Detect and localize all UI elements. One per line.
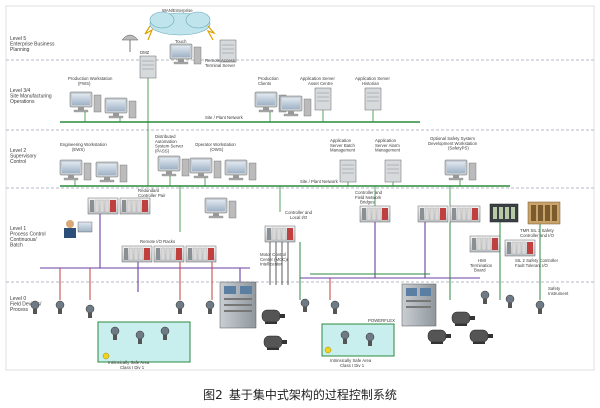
remote-io-rack-3-icon <box>185 245 217 263</box>
dmz-label: DMZ <box>140 50 150 55</box>
sil2-controller-b-icon <box>504 239 536 257</box>
level-2-label: Level 2 Supervisory Control <box>10 148 38 165</box>
safety-workstation-icon <box>444 159 477 181</box>
touch-server-icon <box>169 43 202 65</box>
wan-cloud <box>144 11 216 41</box>
device-links-green <box>299 222 541 300</box>
remote-access-label: Remote Access Terminal Server <box>205 58 236 68</box>
historian-label: Application Server Historian <box>355 76 391 86</box>
yellow-indicators <box>102 346 332 360</box>
distributed-automation-server-icon <box>157 155 190 177</box>
drive-cabinet-icon <box>401 283 437 327</box>
production-clients-2-icon <box>279 95 312 117</box>
controller-local-io-label: Controller and Local I/O <box>285 210 313 220</box>
figure-caption: 图2 基于集中式架构的过程控制系统 <box>0 386 600 403</box>
batch-server-icon <box>339 159 357 183</box>
level-0-label: Level 0 Field Devices/ Process <box>10 296 43 313</box>
touch-server-label: Touch <box>175 39 187 44</box>
production-clients-label: Production Clients <box>258 76 280 86</box>
top-network-drops <box>84 78 374 122</box>
redundant-controller-a-icon <box>87 197 119 215</box>
remote-io-rack-1-icon <box>121 245 153 263</box>
operator-workstation-label: Operator Workstation (OWS) <box>195 142 237 152</box>
field-network-bridge-label: Controller and Field Network Bridges <box>355 190 383 205</box>
dmz-server-icon <box>139 55 157 79</box>
alarm-server-icon <box>384 159 402 183</box>
historian-server-icon <box>364 87 382 111</box>
sil2-controller-icon <box>469 235 501 253</box>
production-pc-2-icon <box>104 97 137 119</box>
asset-centre-server-icon <box>314 87 332 111</box>
engineering-workstation-label: Engineering Workstation (EWS) <box>60 142 108 152</box>
redundant-controller-label: Redundant Controller Pair <box>138 188 166 198</box>
is-area-right <box>321 323 395 357</box>
level-3-4-label: Level 3/4 Site Manufacturing Operations <box>10 88 53 105</box>
safety-controller-b-icon <box>449 205 481 223</box>
safety-instrument-label: Safety Instrument <box>548 286 569 296</box>
mcc-label: Motor Control Center (MCC)/ Intellicente… <box>260 252 289 267</box>
operator-person-icon <box>64 220 93 238</box>
figure-number: 图2 <box>203 388 223 402</box>
controller-cables <box>269 242 289 285</box>
is-area-right-label: Intrinsically Safe Area Class I Div 1 <box>330 358 373 368</box>
wan-label: WAN/Enterprise <box>162 8 193 13</box>
level-5-label: Level 5 Enterprise Business Planning <box>10 36 56 53</box>
engineering-workstation-icon <box>59 159 92 181</box>
figure-title: 基于集中式架构的过程控制系统 <box>228 388 397 402</box>
level-1-label: Level 1 Process Control Continuous/ Batc… <box>10 226 47 249</box>
production-workstation-label: Production Workstation (FWS) <box>68 76 114 86</box>
asset-centre-label: Application Server Asset Centre <box>300 76 336 86</box>
alarm-server-label: Application Server Alarm Management <box>375 138 401 153</box>
is-area-left-label: Intrinsically Safe Area Class I Div 1 <box>108 360 151 370</box>
is-area-left <box>97 321 191 363</box>
remote-io-rack-2-icon <box>153 245 185 263</box>
engineering-pc-2-icon <box>95 161 128 183</box>
mid-network-drops <box>74 122 461 232</box>
safety-controller-a-icon <box>417 205 449 223</box>
satellite-dish-icon <box>121 34 139 52</box>
safety-io-bank-icon <box>489 201 561 225</box>
operator-workstation-icon <box>189 157 222 179</box>
mcc-cabinet-icon <box>219 281 257 329</box>
plant-network-top-label: Site / Plant Network <box>205 115 244 120</box>
level-dividers <box>6 59 594 283</box>
hmi-termination-label: HMI Termination Board <box>470 258 493 273</box>
redundant-controller-b-icon <box>119 197 151 215</box>
plant-network-middle-label: Site / Plant Network <box>300 179 339 184</box>
local-workstation-icon <box>204 197 237 219</box>
device-links-red <box>59 262 331 300</box>
sil2-label: SIL 2 Safety Controller Fault Tolerant I… <box>515 258 559 268</box>
safety-workstation-label: Optional Safety System Development Works… <box>428 136 478 151</box>
operator-workstation-2-icon <box>224 159 257 181</box>
controller-local-io-icon <box>264 225 296 243</box>
production-workstation-icon <box>69 91 102 113</box>
batch-server-label: Application Server Batch Management <box>330 138 356 153</box>
field-network-bridge-icon <box>359 205 391 223</box>
remote-io-label: Remote I/O Racks <box>140 239 175 244</box>
tmr-safety-label: TMR SIL 3 Safety Controller and I/O <box>520 228 555 238</box>
distributed-automation-label: Distributed Automation System Server (PA… <box>155 134 184 153</box>
